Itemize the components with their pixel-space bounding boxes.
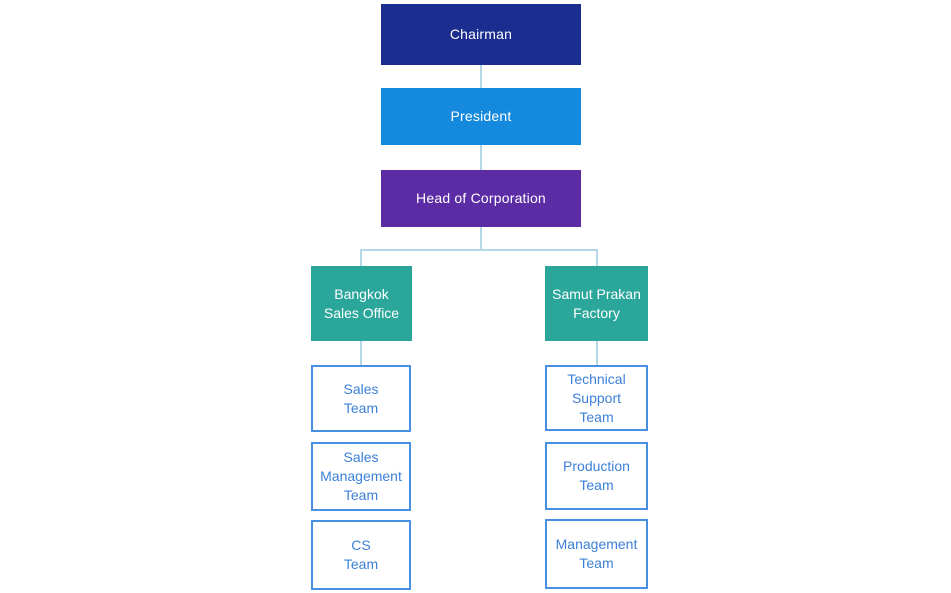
org-node-sales-team: Sales Team <box>311 365 411 432</box>
org-node-samut-prakan-factory: Samut Prakan Factory <box>545 266 648 341</box>
org-node-label-line: Factory <box>573 304 620 321</box>
org-node-label-line: Management <box>320 468 402 484</box>
org-node-president: President <box>381 88 581 145</box>
org-node-sales-management-team: Sales Management Team <box>311 442 411 511</box>
connector-president-head <box>480 145 482 170</box>
org-node-bangkok-sales-office: Bangkok Sales Office <box>311 266 412 341</box>
org-node-head-of-corporation: Head of Corporation <box>381 170 581 227</box>
connector-bangkok-teams <box>360 341 362 365</box>
org-node-label-line: Sales Office <box>323 304 400 321</box>
org-node-cs-team: CS Team <box>311 520 411 590</box>
org-node-label-line: Sales <box>343 380 379 397</box>
org-node-label: President <box>450 108 512 124</box>
org-node-label-line: Bangkok <box>334 285 389 302</box>
connector-branch-bar <box>360 249 598 251</box>
org-node-technical-support-team: Technical Support Team <box>545 365 648 431</box>
org-node-label-line: Team <box>579 408 614 425</box>
org-node-label-line: CS <box>351 537 371 553</box>
org-node-chairman: Chairman <box>381 4 581 65</box>
org-node-label: Chairman <box>449 26 513 42</box>
org-node-label: Head of Corporation <box>416 190 546 206</box>
org-node-label-line: Support <box>571 389 622 406</box>
org-node-label-line: Team <box>343 399 379 416</box>
connector-bar-samut <box>596 249 598 266</box>
org-node-production-team: Production Team <box>545 442 648 510</box>
org-node-label-line: Management <box>555 536 638 552</box>
org-node-management-team: Management Team <box>545 519 648 589</box>
org-node-label-line: Sales <box>343 449 379 465</box>
org-node-label-line: Team <box>579 477 614 493</box>
connector-samut-teams <box>596 341 598 365</box>
org-node-label-line: Technical <box>567 370 626 387</box>
org-node-label-line: Team <box>579 555 614 571</box>
org-node-label-line: Team <box>343 556 379 572</box>
org-node-label-line: Team <box>343 487 379 503</box>
org-node-label-line: Production <box>563 458 630 474</box>
connector-head-branchbar <box>480 227 482 250</box>
org-node-label-line: Samut Prakan <box>552 285 641 302</box>
connector-bar-bangkok <box>360 249 362 266</box>
connector-chairman-president <box>480 65 482 88</box>
